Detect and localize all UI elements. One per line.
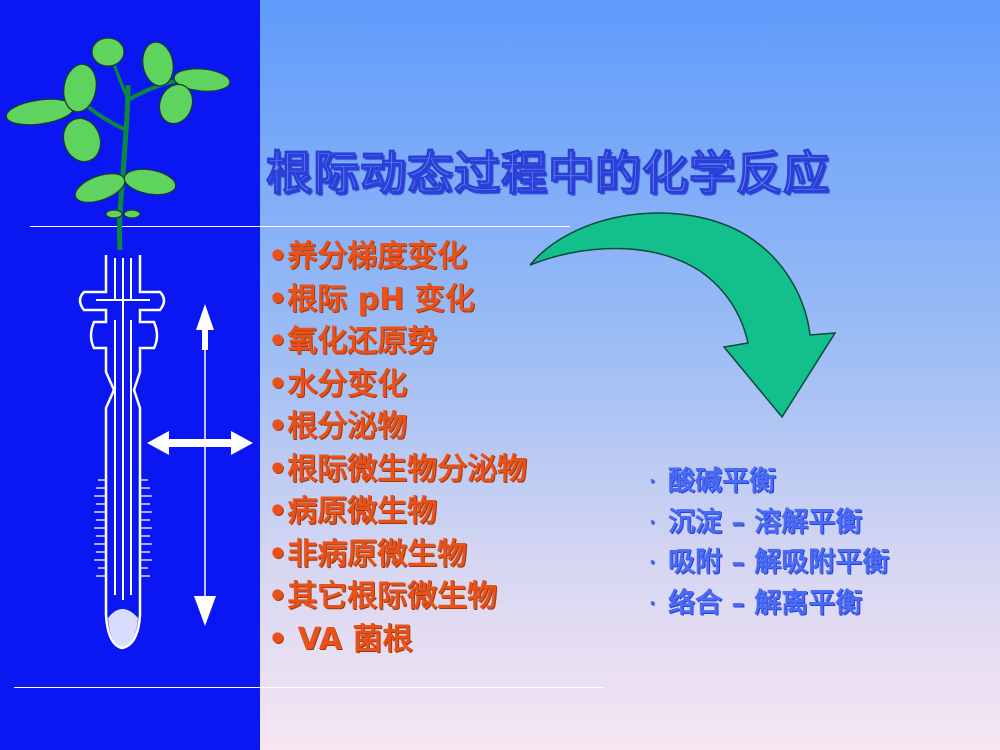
list-item: •病原微生物 [268,494,438,529]
list-item: •水分变化 [268,366,408,402]
list-item: •其它根际微生物 [268,579,498,614]
soil-line-bottom [14,687,604,688]
list-item: •根际微生物分泌物 [268,451,528,487]
page-title: 根际动态过程中的化学反应 [265,145,830,200]
equilibrium-list: ·酸碱平衡 ·沉淀 – 溶解平衡 ·吸附 – 解吸附平衡 ·络合 – 解离平衡 [648,462,889,624]
list-item: • VA 菌根 [268,621,413,657]
list-item: •根际 pH 变化 [268,281,475,317]
horizontal-double-arrow-icon [147,431,253,455]
root-diagram [78,255,166,650]
list-item: •非病原微生物 [268,536,468,572]
list-item: ·吸附 – 解吸附平衡 [648,547,890,578]
vertical-double-arrow-icon [194,304,216,626]
process-list: •养分梯度变化 •根际 pH 变化 •氧化还原势 •水分变化 •根分泌物 •根际… [268,236,527,661]
list-item: ·络合 – 解离平衡 [648,587,863,619]
plant-icon [5,37,231,250]
list-item: ·沉淀 – 溶解平衡 [648,506,863,538]
list-item: •养分梯度变化 [268,239,468,274]
list-item: •根分泌物 [268,409,408,444]
curved-arrow-icon [529,212,837,419]
soil-line-top [30,226,570,227]
list-item: ·酸碱平衡 [648,466,776,497]
list-item: •氧化还原势 [268,324,438,359]
